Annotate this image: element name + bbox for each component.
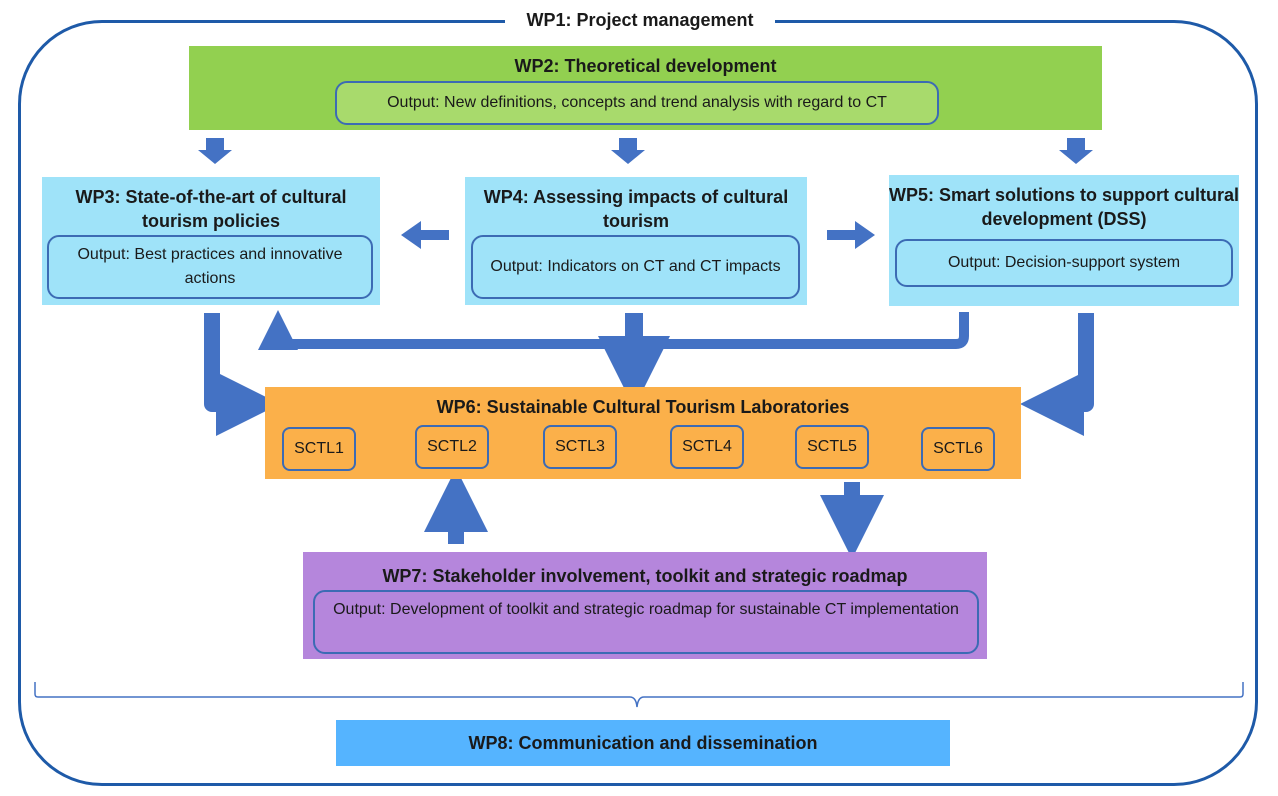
wp5-title: WP5: Smart solutions to support cultural…: [889, 185, 1240, 229]
wp3-output: Output: Best practices and innovative ac…: [47, 235, 373, 299]
wp8-box: WP8: Communication and dissemination: [336, 720, 950, 766]
sctl-box: SCTL1: [282, 427, 356, 471]
sctl-box: SCTL5: [795, 425, 869, 469]
wp4-title: WP4: Assessing impacts of cultural touri…: [483, 187, 789, 231]
arrow-wp5-to-wp3: [258, 310, 969, 350]
sctl-box: SCTL4: [670, 425, 744, 469]
arrow-wp4-to-wp5: [827, 221, 875, 249]
wp3-box: WP3: State-of-the-art of cultural touris…: [42, 177, 380, 305]
wp2-output: Output: New definitions, concepts and tr…: [335, 81, 939, 125]
brace-wp8: [34, 682, 1244, 708]
wp3-title: WP3: State-of-the-art of cultural touris…: [75, 187, 347, 231]
sctl-box: SCTL3: [543, 425, 617, 469]
arrow-wp5-to-wp6: [1020, 313, 1094, 436]
wp5-box: WP5: Smart solutions to support cultural…: [889, 175, 1239, 306]
wp7-box: WP7: Stakeholder involvement, toolkit an…: [303, 552, 987, 659]
wp2-box: WP2: Theoretical development Output: New…: [189, 46, 1102, 130]
arrow-wp3-to-wp6: [204, 313, 280, 436]
wp4-output: Output: Indicators on CT and CT impacts: [471, 235, 800, 299]
arrow-wp2-to-wp4: [611, 138, 645, 164]
wp2-title: WP2: Theoretical development: [514, 56, 777, 76]
wp6-title: WP6: Sustainable Cultural Tourism Labora…: [436, 397, 850, 417]
sctl-box: SCTL6: [921, 427, 995, 471]
wp8-title: WP8: Communication and dissemination: [468, 733, 818, 753]
wp7-output: Output: Development of toolkit and strat…: [313, 590, 979, 654]
arrow-wp2-to-wp3: [198, 138, 232, 164]
wp6-box: WP6: Sustainable Cultural Tourism Labora…: [265, 387, 1021, 479]
wp1-title: WP1: Project management: [505, 7, 775, 33]
arrow-wp4-to-wp3: [401, 221, 449, 249]
sctl-box: SCTL2: [415, 425, 489, 469]
wp4-box: WP4: Assessing impacts of cultural touri…: [465, 177, 807, 305]
wp5-output: Output: Decision-support system: [895, 239, 1233, 287]
wp7-title: WP7: Stakeholder involvement, toolkit an…: [382, 566, 908, 586]
arrow-wp2-to-wp5: [1059, 138, 1093, 164]
